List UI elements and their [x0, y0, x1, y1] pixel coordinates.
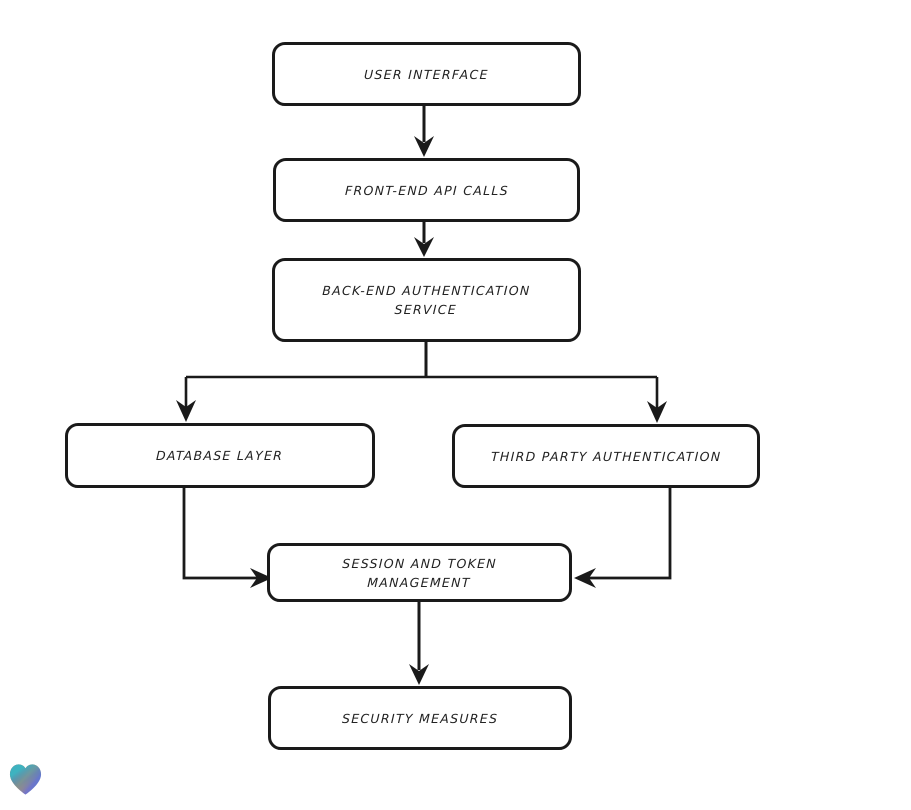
node-label-session-and-token-management: Session and Token Management [342, 555, 498, 590]
node-label-front-end-api-calls: Front-End API Calls [344, 182, 509, 198]
node-front-end-api-calls[interactable]: Front-End API Calls [273, 158, 580, 222]
node-back-end-authentication-service[interactable]: Back-End Authentication Service [272, 258, 581, 342]
node-label-third-party-authentication: Third Party Authentication [490, 448, 722, 464]
connector-thirdparty-to-session [574, 488, 672, 588]
node-label-database-layer: Database Layer [156, 448, 284, 463]
node-database-layer[interactable]: Database Layer [65, 423, 375, 488]
node-user-interface[interactable]: User Interface [272, 42, 581, 106]
node-label-security-measures: Security Measures [341, 710, 499, 726]
connector-database-to-session [182, 488, 272, 588]
node-security-measures[interactable]: Security Measures [268, 686, 572, 750]
node-third-party-authentication[interactable]: Third Party Authentication [452, 424, 760, 488]
connector-backend-split [176, 342, 667, 423]
node-label-user-interface: User Interface [363, 66, 490, 82]
connector-ui-to-api [414, 106, 434, 157]
connector-api-to-backend [414, 222, 434, 257]
heart-icon [9, 764, 42, 795]
connector-session-to-security [409, 602, 429, 685]
node-session-and-token-management[interactable]: Session and Token Management [267, 543, 572, 602]
node-label-back-end-authentication-service: Back-End Authentication Service [322, 283, 532, 317]
